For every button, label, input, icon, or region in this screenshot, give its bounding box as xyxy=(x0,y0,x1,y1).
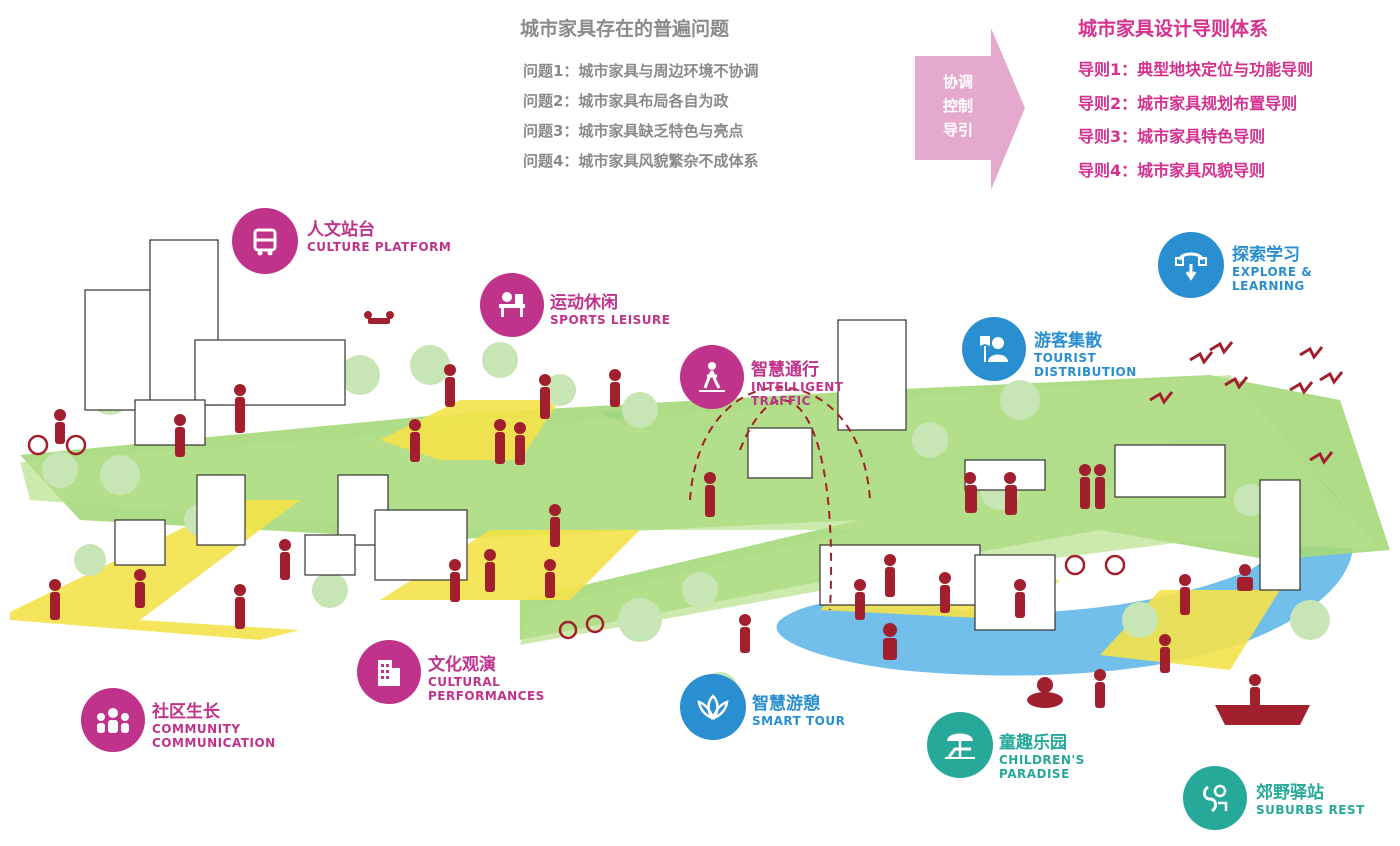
guideline-item-4: 导则4：城市家具风貌导则 xyxy=(1078,161,1266,180)
zone-cn: 探索学习 xyxy=(1232,245,1300,265)
bench-icon xyxy=(480,273,544,337)
problems-title: 城市家具存在的普遍问题 xyxy=(520,18,730,40)
problem-item-4: 问题4：城市家具风貌繁杂不成体系 xyxy=(523,152,759,170)
zone-cn: 人文站台 xyxy=(307,220,375,240)
urban-landscape-illustration xyxy=(10,239,1390,725)
zone-en-1: INTELLIGENT xyxy=(751,380,844,394)
zone-en-2: PARADISE xyxy=(999,767,1070,781)
zone-en-2: COMMUNICATION xyxy=(152,736,276,750)
zone-cn: 文化观演 xyxy=(428,655,496,675)
people xyxy=(49,341,1344,725)
zone-en-2: DISTRIBUTION xyxy=(1034,365,1137,379)
zone-en: SMART TOUR xyxy=(752,714,846,728)
problem-item-1: 问题1：城市家具与周边环境不协调 xyxy=(523,62,759,80)
zone-cn: 童趣乐园 xyxy=(999,733,1067,753)
bus-icon xyxy=(232,208,298,274)
rest-station-icon xyxy=(1183,766,1247,830)
zone-en-1: TOURIST xyxy=(1034,351,1097,365)
zone-label-suburbs-rest: 郊野驿站 SUBURBS REST xyxy=(1256,778,1365,817)
zone-en-2: PERFORMANCES xyxy=(428,689,545,703)
zone-en-1: EXPLORE & xyxy=(1232,265,1313,279)
smart-traffic-arch-2 xyxy=(739,399,832,611)
zone-en: SPORTS LEISURE xyxy=(550,313,671,327)
zone-cn: 郊野驿站 xyxy=(1256,783,1324,803)
zone-en-1: CULTURAL xyxy=(428,675,501,689)
arrow-line-1: 协调 xyxy=(942,73,973,91)
guideline-item-1: 导则1：典型地块定位与功能导则 xyxy=(1078,60,1314,79)
tourist-icon xyxy=(962,317,1026,381)
arrow-shape xyxy=(915,28,1025,190)
green-boulevard-lower xyxy=(20,375,1380,645)
problem-item-3: 问题3：城市家具缺乏特色与亮点 xyxy=(523,122,744,140)
zone-en-1: COMMUNITY xyxy=(152,722,241,736)
zone-en: CULTURE PLATFORM xyxy=(307,240,452,254)
yellow-plaza-performance xyxy=(380,530,640,600)
zone-label-cultural-performances: 文化观演 CULTURAL PERFORMANCES xyxy=(428,650,545,703)
zone-en: SUBURBS REST xyxy=(1256,803,1365,817)
zone-en-2: LEARNING xyxy=(1232,279,1305,293)
zone-cn: 智慧游憩 xyxy=(752,694,820,714)
drone xyxy=(364,311,394,324)
guidelines-title: 城市家具设计导则体系 xyxy=(1078,18,1269,40)
zone-cn: 游客集散 xyxy=(1034,331,1102,351)
zone-label-tourist-distribution: 游客集散 TOURIST DISTRIBUTION xyxy=(1034,326,1137,379)
zone-en-1: CHILDREN'S xyxy=(999,753,1085,767)
zone-en-2: TRAFFIC xyxy=(751,394,811,408)
lotus-icon xyxy=(680,674,746,740)
zone-label-sports-leisure: 运动休闲 SPORTS LEISURE xyxy=(550,288,670,327)
zone-cn: 智慧通行 xyxy=(751,360,819,380)
zone-label-smart-tour: 智慧游憩 SMART TOUR xyxy=(752,689,845,728)
zone-cn: 社区生长 xyxy=(152,702,220,722)
community-icon xyxy=(81,688,145,752)
guideline-item-2: 导则2：城市家具规划布置导则 xyxy=(1078,94,1298,113)
zone-label-childrens-paradise: 童趣乐园 CHILDREN'S PARADISE xyxy=(999,728,1085,781)
zone-cn: 运动休闲 xyxy=(550,293,618,313)
beach-chair-icon xyxy=(927,712,993,778)
buildings xyxy=(84,239,1301,631)
zone-label-intelligent-traffic: 智慧通行 INTELLIGENT TRAFFIC xyxy=(751,355,843,408)
arrow-label: 协调 控制 导引 xyxy=(918,70,998,142)
building-icon xyxy=(357,640,421,704)
pedestrian-crossing-icon xyxy=(680,345,744,409)
zone-label-community: 社区生长 COMMUNITY COMMUNICATION xyxy=(152,697,276,750)
zone-label-culture-platform: 人文站台 CULTURE PLATFORM xyxy=(307,215,451,254)
touch-learning-icon xyxy=(1158,232,1224,298)
zone-label-explore-learning: 探索学习 EXPLORE & LEARNING xyxy=(1232,240,1312,293)
guideline-item-3: 导则3：城市家具特色导则 xyxy=(1078,127,1266,146)
smart-traffic-arch xyxy=(689,386,871,501)
arrow-line-2: 控制 xyxy=(942,97,973,115)
bicycles xyxy=(27,434,1126,640)
arrow-line-3: 导引 xyxy=(942,121,973,139)
problem-item-2: 问题2：城市家具布局各自为政 xyxy=(523,92,729,110)
